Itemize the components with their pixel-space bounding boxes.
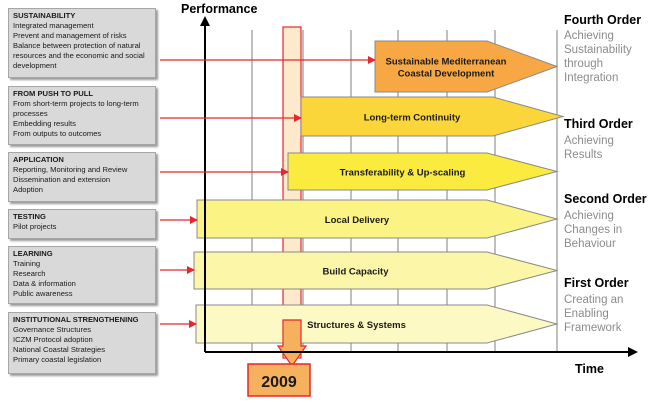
order-sub-line: Behaviour [564,238,616,250]
order-sub-line: Achieving [564,30,614,42]
arrow-shape [196,199,559,239]
order-sub-first: Creating an Enabling Framework [564,293,648,335]
year-callout-arrow [276,319,308,368]
panel-title: SUSTAINABILITY [13,11,76,20]
panel-item: Data & information [13,279,76,288]
panel-item: Public awareness [13,289,73,298]
panel-title: INSTITUTIONAL STRENGTHENING [13,315,139,324]
arrow-shape [300,96,565,137]
year-callout-box [247,363,311,397]
panel-item: From outputs to outcomes [13,129,102,138]
order-sub-line: through [564,58,604,70]
order-sub-line: Achieving [564,210,614,222]
panel-testing: TESTING Pilot projects [8,209,156,239]
arrow-label: Long-term Continuity [364,113,461,124]
order-sub-line: Integration [564,72,619,84]
panel-item: Research [13,269,46,278]
arrow-label: Coastal Development [398,69,495,80]
panel-learning: LEARNING Training Research Data & inform… [8,246,156,304]
panel-item: Dissemination and extension [13,175,111,184]
panel-item: Reporting, Monitoring and Review [13,165,128,174]
arrow-label: Structures & Systems [307,320,406,331]
arrow-label: Local Delivery [325,215,390,226]
panel-item: processes [13,109,48,118]
order-title-fourth: Fourth Order [564,13,642,27]
order-title-first: First Order [564,276,629,290]
arrow-label: Sustainable Mediterranean [386,57,507,68]
panel-item: Adoption [13,185,43,194]
order-sub-line: Changes in [564,224,623,236]
panel-item: Governance Structures [13,325,92,334]
panel-item: National Coastal Strategies [13,345,106,354]
order-title-third: Third Order [564,117,633,131]
order-sub-line: Results [564,149,603,161]
panel-item: Primary coastal legislation [13,355,102,364]
panel-item: Pilot projects [13,222,57,231]
x-axis-label: Time [575,362,604,376]
arrow-shape [287,152,559,191]
arrow-shape [374,40,559,93]
panel-institutional-strengthening: INSTITUTIONAL STRENGTHENING Governance S… [8,312,156,374]
arrow-shape [193,251,559,290]
panel-title: TESTING [13,212,46,221]
order-sub-line: Framework [564,322,622,334]
panel-item: From short-term projects to long-term [13,99,139,108]
panel-item: development [13,61,57,70]
panel-push-to-pull: FROM PUSH TO PULL From short-term projec… [8,86,156,145]
year-label: 2009 [261,374,297,391]
y-axis-label: Performance [181,2,258,16]
order-sub-line: Creating an [564,294,624,306]
order-sub-fourth: Achieving Sustainability through Integra… [564,29,648,85]
panel-item: Embedding results [13,119,76,128]
order-title-second: Second Order [564,192,647,206]
order-sub-line: Achieving [564,135,614,147]
panel-title: LEARNING [13,249,53,258]
panel-item: Training [13,259,41,268]
arrow-label: Transferability & Up-scaling [340,168,466,179]
order-sub-third: Achieving Results [564,134,648,162]
panel-item: ICZM Protocol adoption [13,335,93,344]
order-sub-line: Sustainability [564,44,632,56]
panel-title: APPLICATION [13,155,64,164]
arrow-label: Build Capacity [323,267,390,278]
panel-sustainability: SUSTAINABILITY Integrated management Pre… [8,8,156,78]
panel-item: Balance between protection of natural [13,41,141,50]
order-sub-second: Achieving Changes in Behaviour [564,209,648,251]
panel-application: APPLICATION Reporting, Monitoring and Re… [8,152,156,202]
panel-item: Integrated management [13,21,94,30]
panel-item: resources and the economic and social [13,51,145,60]
panel-item: Prevent and management of risks [13,31,127,40]
order-sub-line: Enabling [564,308,609,320]
panel-title: FROM PUSH TO PULL [13,89,94,98]
